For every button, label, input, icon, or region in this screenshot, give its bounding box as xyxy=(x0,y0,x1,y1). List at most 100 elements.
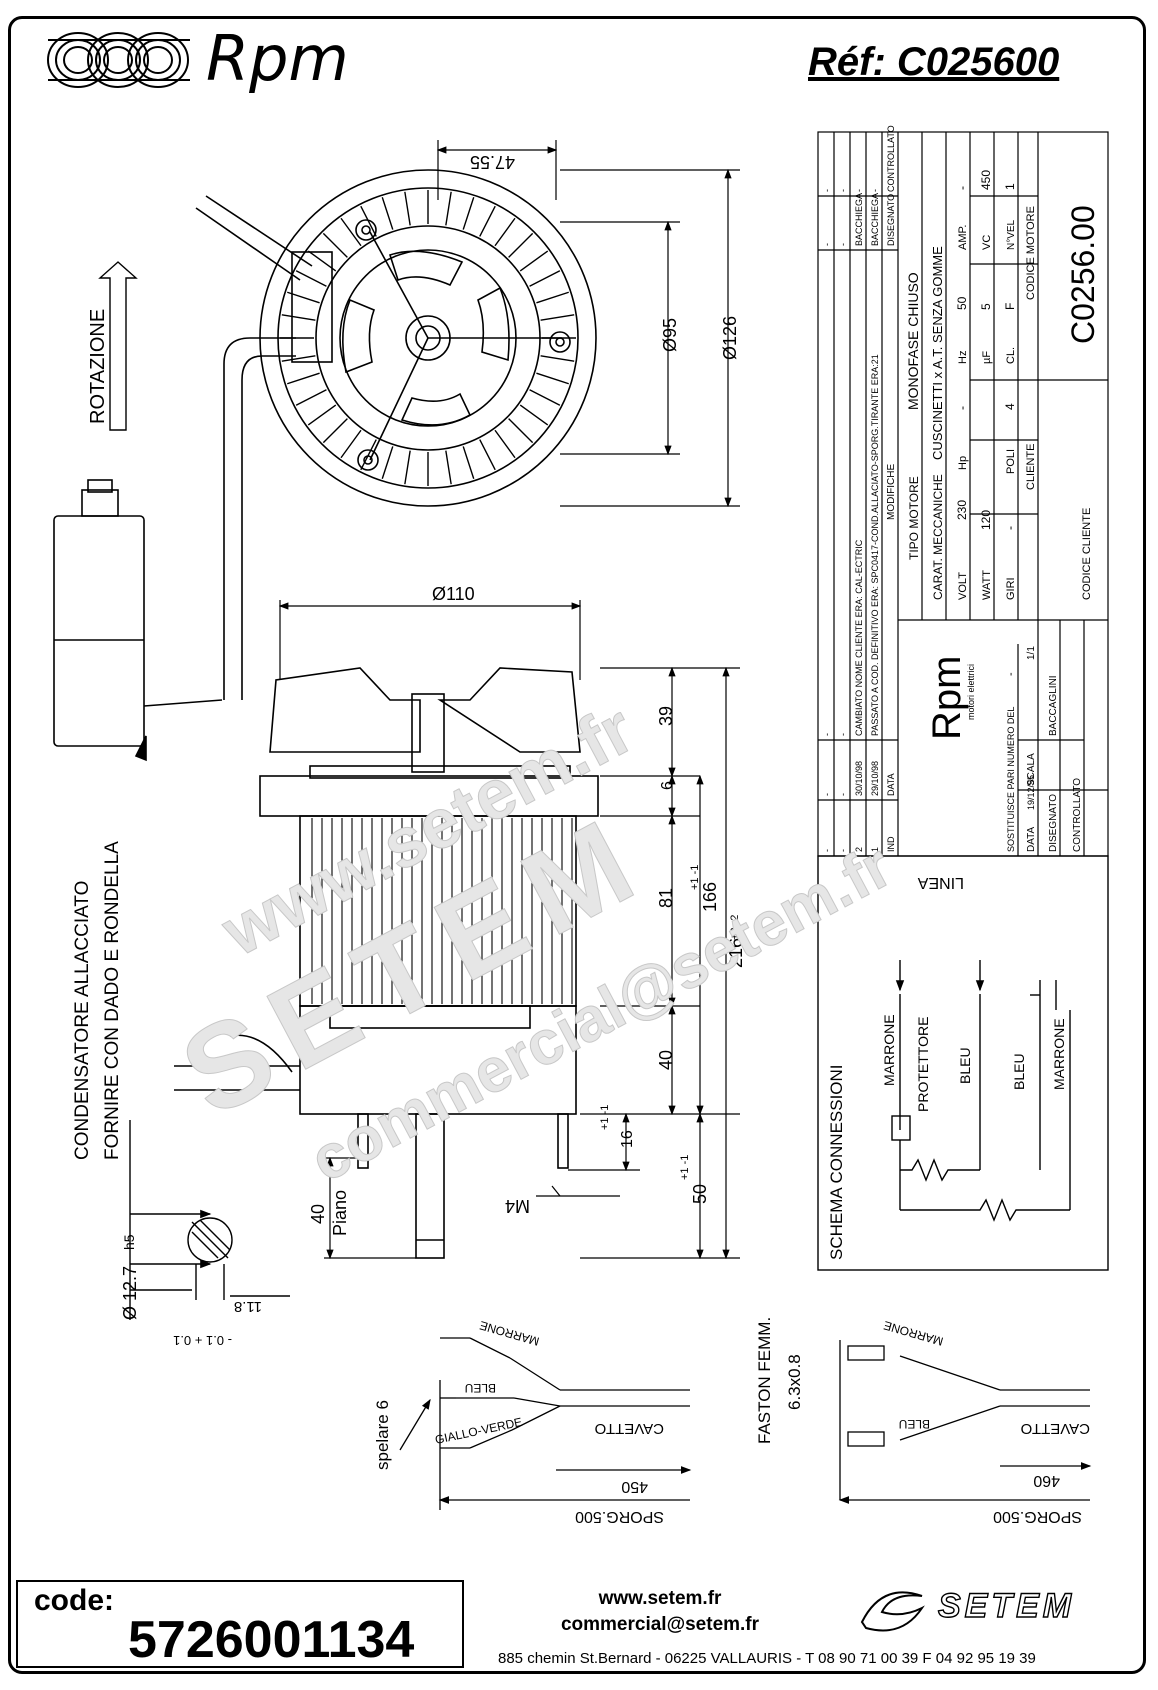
schema-bleu: BLEU xyxy=(957,1047,973,1084)
rotazione-label: ROTAZIONE xyxy=(87,309,109,424)
dim-216-tol: +2 -2 xyxy=(729,915,741,940)
hz-value: 50 xyxy=(955,296,969,310)
cooling-fin xyxy=(445,191,452,226)
cooling-fin xyxy=(479,205,496,237)
footer-website[interactable]: www.setem.fr xyxy=(598,1588,722,1609)
title-block xyxy=(817,131,1109,857)
nvel-label: N°VEL xyxy=(1006,219,1017,250)
schema-marrone2: MARRONE xyxy=(1051,1018,1067,1090)
dim-d95: Ø95 xyxy=(660,318,680,352)
cooling-fin xyxy=(529,389,561,406)
dim-50: 50 xyxy=(690,1184,710,1204)
rev-header-text: MODIFICHE xyxy=(886,464,897,520)
cooling-fin xyxy=(281,314,316,321)
scala-label: SCALA xyxy=(1026,753,1037,786)
uf-label: µF xyxy=(981,351,993,364)
dim-39: 39 xyxy=(656,706,676,726)
vc-value: 450 xyxy=(979,170,993,190)
setem-swirl-icon xyxy=(860,1591,925,1632)
dim-16: 16 xyxy=(619,1130,636,1148)
rev-text: CAMBIATO NOME CLIENTE ERA: CAL-ECTRIC xyxy=(854,539,864,736)
dim-47-55: 47.55 xyxy=(470,152,515,172)
cable-right-length: 460 xyxy=(1033,1472,1060,1489)
tipo-motore-label: TIPO MOTORE xyxy=(907,476,921,560)
rev-header-checked: CONTROLLATO xyxy=(886,125,896,192)
codice-motore-value: C0256.00 xyxy=(1065,205,1101,344)
cooling-fin xyxy=(307,404,337,426)
volt-value: 230 xyxy=(955,500,969,520)
schema-marrone: MARRONE xyxy=(881,1014,897,1086)
sostituisce-value: - xyxy=(1005,672,1017,676)
controllato-label: CONTROLLATO xyxy=(1072,778,1083,852)
dim-40-piano: 40 xyxy=(308,1204,328,1224)
dim-16-tol: +1 -1 xyxy=(599,1105,611,1130)
poli-value: 4 xyxy=(1003,403,1017,410)
dim-d110: Ø110 xyxy=(432,584,475,604)
hp-value: - xyxy=(955,406,969,410)
rev-checked: - xyxy=(870,189,880,192)
cable-left-length: 450 xyxy=(621,1478,648,1495)
dim-166: 166 xyxy=(700,882,720,912)
watt-label: WATT xyxy=(981,570,993,600)
dim-216: 216 xyxy=(726,938,746,968)
cl-value: F xyxy=(1003,303,1017,310)
poli-label: POLI xyxy=(1005,449,1017,474)
rev-date: 30/10/98 xyxy=(854,761,864,796)
sostituisce-label: SOSTITUISCE PARI NUMERO DEL xyxy=(1006,707,1016,852)
cooling-fin xyxy=(540,355,575,362)
footer-email[interactable]: commercial@setem.fr xyxy=(560,1614,760,1635)
cooling-fin xyxy=(287,372,320,385)
rev-index: 1 xyxy=(870,847,880,852)
rev-designed: BACCHIEGA xyxy=(870,193,880,246)
cooling-fin xyxy=(445,450,452,485)
reference-number: Réf: C025600 xyxy=(808,40,1060,84)
piano-label: Piano xyxy=(330,1190,350,1236)
cooling-fin xyxy=(340,217,362,247)
schema-protettore: PROTETTORE xyxy=(915,1017,931,1112)
cooling-fin xyxy=(381,446,394,479)
cliente-label: CLIENTE xyxy=(1025,444,1037,490)
cooling-fin xyxy=(508,418,534,444)
schema-title: SCHEMA CONNESSIONI xyxy=(827,1064,846,1260)
cable-left-spelare: spelare 6 xyxy=(373,1400,392,1470)
hz-label: Hz xyxy=(957,351,969,364)
cooling-fin xyxy=(462,446,475,479)
code-value: 5726001134 xyxy=(128,1611,415,1669)
scala-value: 1/1 xyxy=(1026,646,1037,660)
cooling-fins xyxy=(280,190,576,486)
cable-left-diagram xyxy=(399,1337,692,1510)
code-box: code: 5726001134 xyxy=(16,1580,464,1669)
nvel-value: 1 xyxy=(1003,183,1017,190)
schema-linea: LINEA xyxy=(917,874,964,891)
faston-size: 6.3x0.8 xyxy=(785,1354,804,1410)
cooling-fin xyxy=(287,291,320,304)
cooling-fin xyxy=(360,205,377,237)
rev-date: 29/10/98 xyxy=(870,761,880,796)
cl-label: CL. xyxy=(1005,347,1017,364)
motor-side-view xyxy=(174,667,599,1259)
codice-cliente-label: CODICE CLIENTE xyxy=(1081,508,1093,600)
watt-value: 120 xyxy=(979,510,993,530)
shaft-tolerance: - 0.1 + 0.1 xyxy=(173,1333,232,1348)
cooling-fin xyxy=(494,429,516,459)
cooling-fin xyxy=(519,404,549,426)
amp-label: AMP. xyxy=(957,225,969,250)
condensatore-label: CONDENSATORE ALLACCIATO xyxy=(72,881,93,1160)
cooling-fin xyxy=(295,389,327,406)
rev-date: - xyxy=(838,793,848,796)
rev-header-index: IND xyxy=(886,836,896,852)
shaft-diameter: Ø 12.7 xyxy=(120,1266,140,1320)
cooling-fin xyxy=(404,191,411,226)
cooling-fin xyxy=(322,418,348,444)
volt-label: VOLT xyxy=(957,572,969,600)
rev-checked: - xyxy=(854,189,864,192)
rev-index: - xyxy=(822,849,832,852)
m4-label: M4 xyxy=(505,1196,530,1216)
shaft-flat: 11.8 xyxy=(234,1298,262,1315)
code-label: code: xyxy=(34,1584,115,1617)
motor-end-view xyxy=(195,169,597,700)
rev-text: PASSATO A COD. DEFINITIVO ERA: SPC0417-C… xyxy=(870,354,880,736)
rev-text: - xyxy=(822,733,832,736)
data-value: 19/12/95 xyxy=(1026,775,1036,810)
capacitor xyxy=(53,479,223,762)
